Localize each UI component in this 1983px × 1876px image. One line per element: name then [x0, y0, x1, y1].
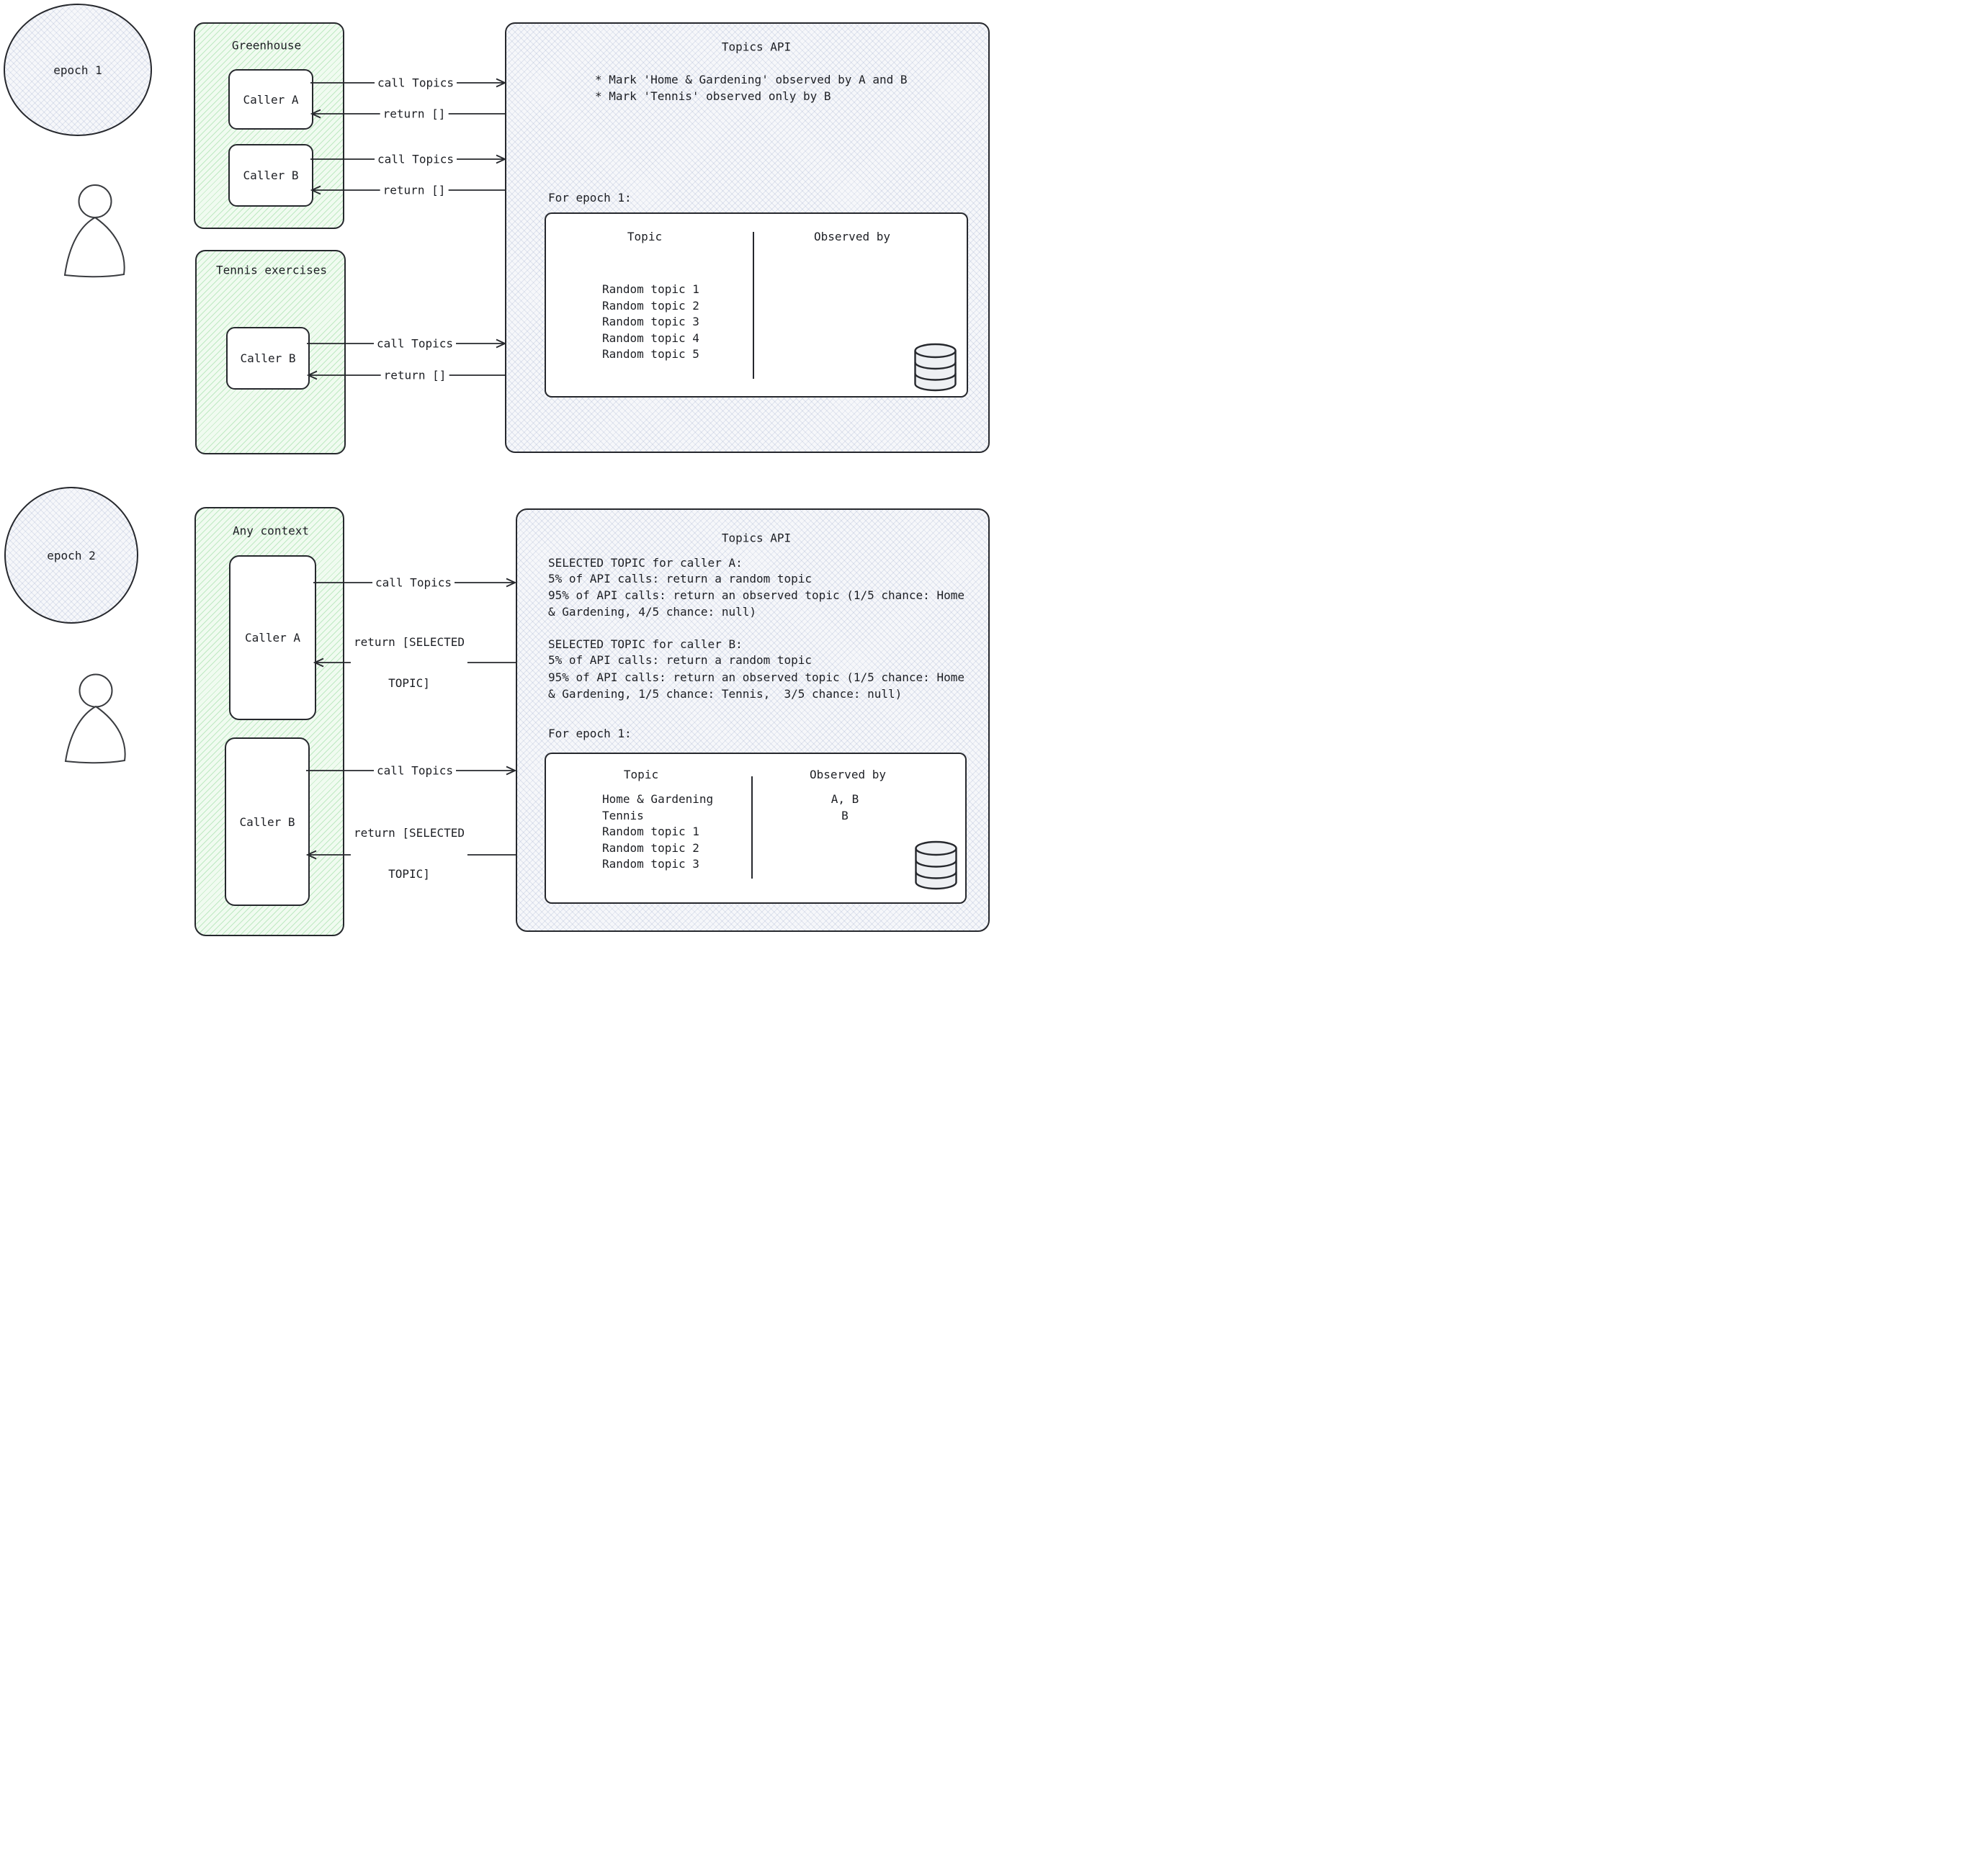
epoch2-circle: epoch 2: [4, 487, 138, 624]
database-icon: [915, 840, 957, 890]
caller-b-label: Caller B: [243, 169, 299, 182]
selected-topic-b-line: & Gardening, 1/5 chance: Tennis, 3/5 cha…: [548, 687, 903, 701]
return-arrow-label: return []: [380, 107, 449, 121]
call-arrow-label: call Topics: [375, 76, 457, 90]
database-icon: [914, 343, 957, 392]
tennis-caller-b-box: Caller B: [226, 327, 310, 390]
caller-a-label: Caller A: [244, 631, 301, 645]
table-row: Random topic 3: [602, 315, 699, 328]
caller-b-label: Caller B: [239, 814, 295, 829]
epoch2-label: epoch 2: [47, 548, 96, 562]
topics-api-title: Topics API: [721, 40, 792, 54]
greenhouse-title: Greenhouse: [231, 38, 302, 53]
selected-topic-b-line: 95% of API calls: return an observed top…: [548, 670, 964, 684]
diagram-canvas: epoch 1 Greenhouse Caller A Caller B cal…: [0, 0, 991, 938]
caller-a-box: Caller A: [229, 555, 316, 720]
selected-topic-a-line: 95% of API calls: return an observed top…: [548, 588, 964, 602]
table-header-topic: Topic: [623, 768, 659, 781]
epoch1-label: epoch 1: [53, 63, 102, 77]
selected-topic-a-line: & Gardening, 4/5 chance: null): [548, 605, 756, 619]
call-arrow-label: call Topics: [375, 152, 457, 166]
table-row: Random topic 2: [602, 841, 699, 855]
person-icon: [63, 184, 125, 278]
table-header-observed: Observed by: [814, 230, 890, 243]
table-row: Random topic 5: [602, 347, 699, 361]
table-divider: [753, 232, 754, 379]
selected-topic-b-line: 5% of API calls: return a random topic: [548, 653, 813, 667]
table-cell-observed: A, B: [831, 792, 859, 806]
table-row: Home & Gardening: [602, 792, 714, 806]
table-header-observed: Observed by: [810, 768, 886, 781]
table-header-topic: Topic: [627, 230, 663, 243]
table-row: Random topic 1: [602, 282, 699, 296]
api-bullet: * Mark 'Home & Gardening' observed by A …: [595, 73, 908, 86]
caller-a-box: Caller A: [228, 69, 313, 130]
selected-topic-b-line: SELECTED TOPIC for caller B:: [548, 637, 743, 651]
return-arrow-label: return []: [380, 183, 449, 197]
tennis-box: [195, 250, 346, 454]
for-epoch-label: For epoch 1:: [548, 727, 632, 740]
table-divider: [751, 776, 753, 879]
call-arrow-label: call Topics: [372, 575, 455, 590]
return-arrow-label: return [SELECTED TOPIC]: [350, 608, 468, 717]
person-icon: [64, 673, 126, 764]
table-row: Random topic 4: [602, 331, 699, 345]
any-context-title: Any context: [233, 524, 309, 538]
caller-b-box: Caller B: [225, 737, 310, 906]
table-row: Tennis: [602, 809, 644, 822]
epoch2-table-box: [545, 753, 967, 904]
topics-api-title: Topics API: [721, 531, 792, 545]
tennis-title: Tennis exercises: [215, 263, 328, 277]
call-arrow-label: call Topics: [374, 336, 456, 351]
caller-a-label: Caller A: [243, 92, 299, 107]
api-bullet: * Mark 'Tennis' observed only by B: [595, 89, 831, 103]
return-arrow-label: return []: [380, 368, 449, 382]
table-row: Random topic 1: [602, 825, 699, 838]
epoch1-circle: epoch 1: [4, 4, 152, 136]
caller-b-box: Caller B: [228, 144, 313, 207]
table-row: Random topic 2: [602, 299, 699, 313]
call-arrow-label: call Topics: [374, 763, 456, 778]
epoch1-table-box: [545, 212, 968, 398]
selected-topic-a-line: 5% of API calls: return a random topic: [548, 572, 813, 585]
caller-b-label: Caller B: [240, 351, 296, 365]
for-epoch-label: For epoch 1:: [548, 191, 632, 205]
selected-topic-a-line: SELECTED TOPIC for caller A:: [548, 556, 743, 570]
table-cell-observed: B: [841, 809, 849, 822]
return-arrow-label: return [SELECTED TOPIC]: [350, 799, 468, 908]
table-row: Random topic 3: [602, 857, 699, 871]
